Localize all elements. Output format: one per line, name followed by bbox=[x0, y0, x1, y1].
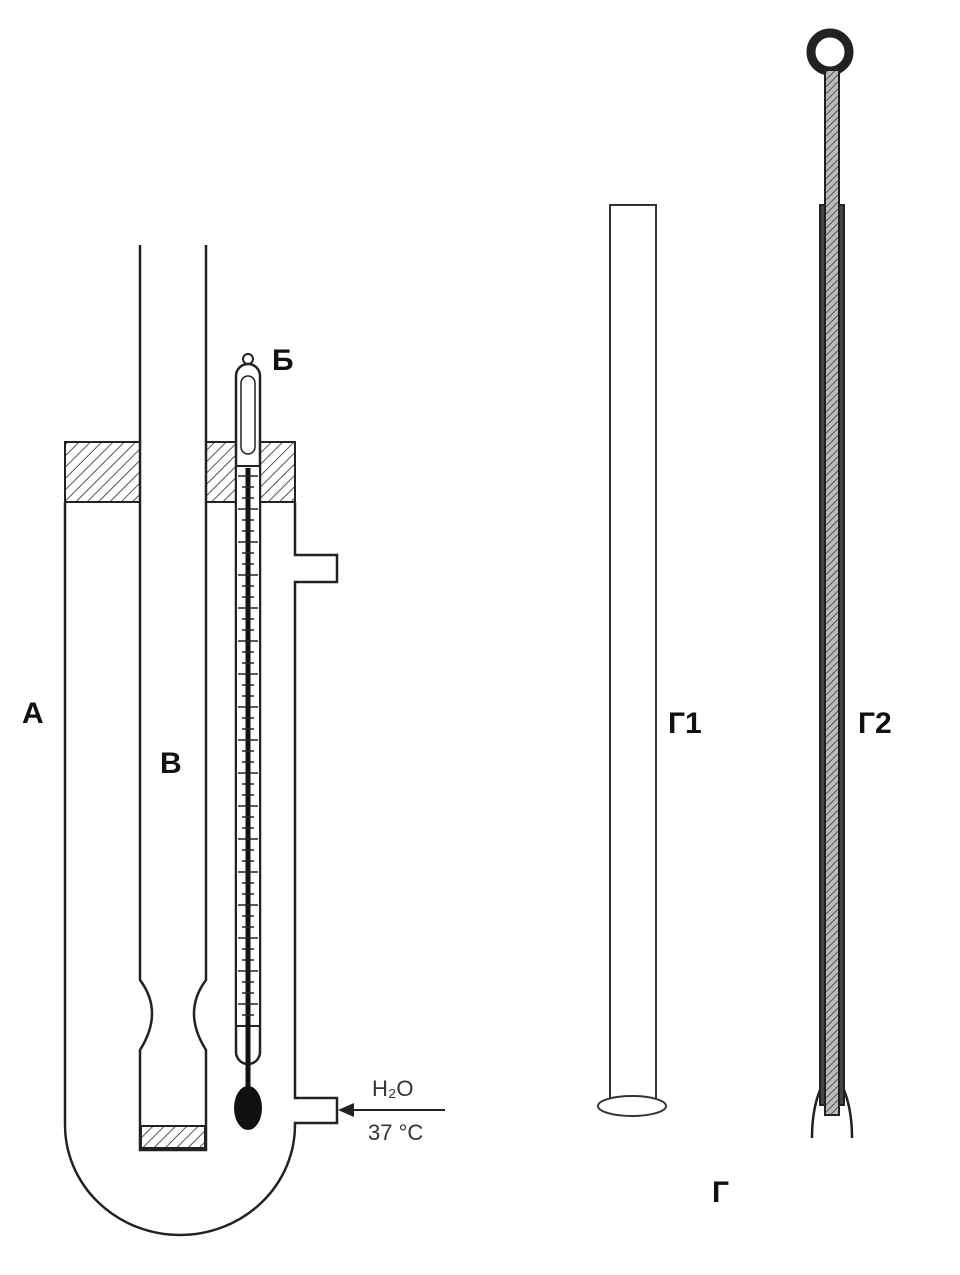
water-inlet-arrow bbox=[338, 1103, 445, 1117]
label-g1: Г1 bbox=[668, 707, 702, 740]
inner-tube-v bbox=[138, 245, 208, 1152]
thermometer bbox=[234, 353, 262, 1130]
label-water: H₂O bbox=[372, 1076, 414, 1101]
vessel-a bbox=[63, 502, 339, 1237]
label-g: Г bbox=[712, 1176, 730, 1209]
label-a: А bbox=[22, 697, 44, 730]
tube-g1 bbox=[597, 204, 667, 1117]
label-temperature: 37 °C bbox=[368, 1120, 424, 1145]
label-v: В bbox=[160, 747, 182, 780]
label-g2: Г2 bbox=[858, 707, 892, 740]
plunger-g2 bbox=[806, 28, 854, 1139]
label-b: Б bbox=[272, 344, 294, 377]
tube-filter bbox=[140, 1125, 206, 1149]
